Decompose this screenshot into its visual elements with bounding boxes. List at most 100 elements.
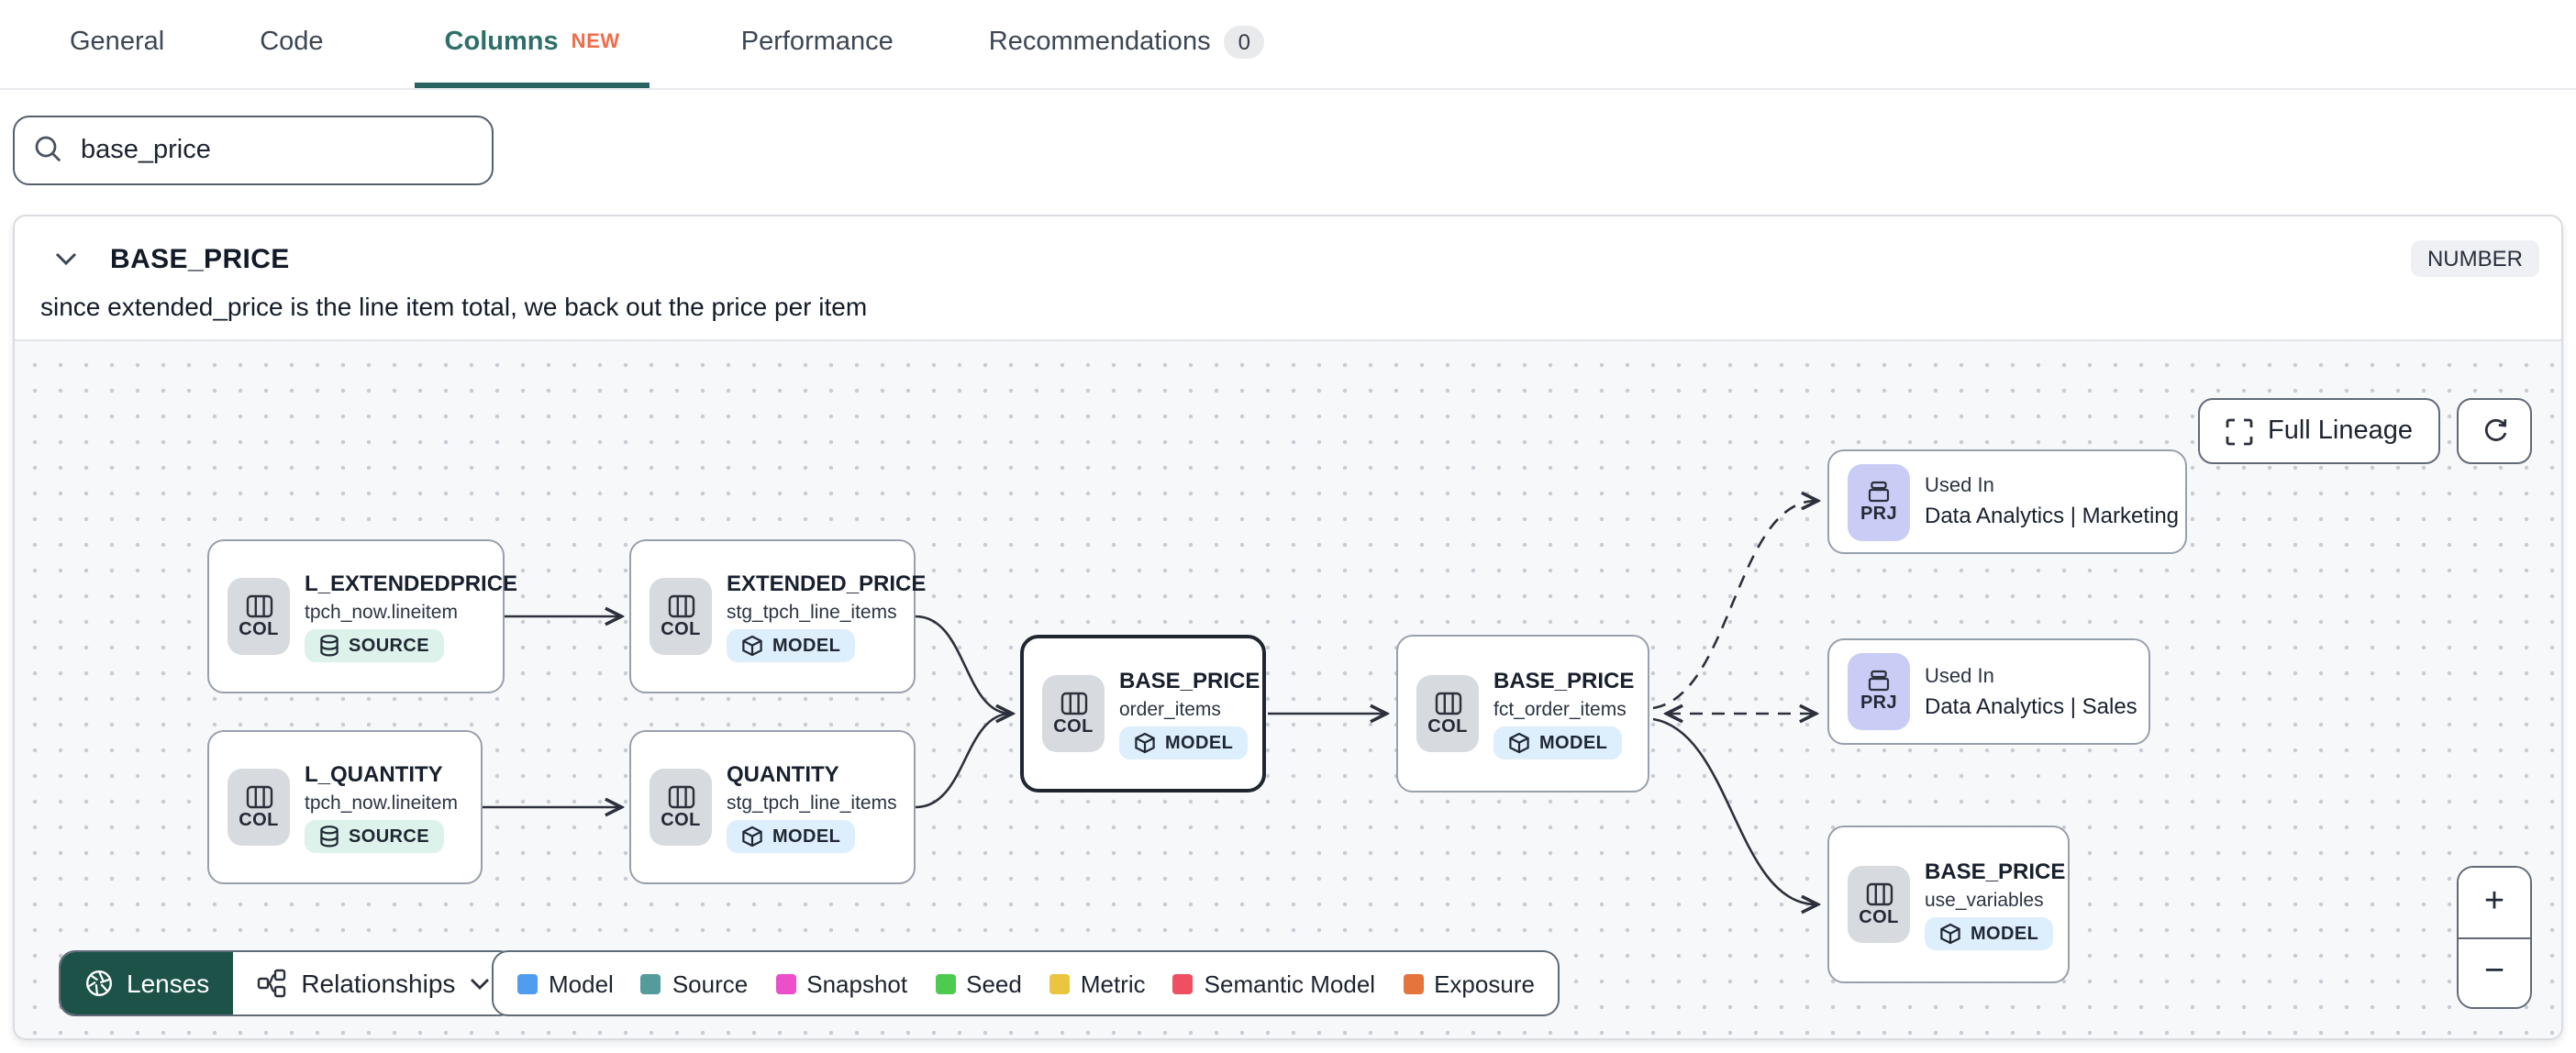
- column-chip: COL: [1416, 675, 1479, 752]
- database-icon: [320, 826, 339, 848]
- legend-label: Exposure: [1434, 970, 1535, 997]
- columns-icon: [667, 784, 694, 808]
- refresh-button[interactable]: [2457, 398, 2532, 464]
- columns-icon: [1865, 881, 1893, 905]
- relationships-dropdown[interactable]: Relationships: [233, 952, 515, 1014]
- source-badge: SOURCE: [305, 820, 444, 853]
- chip-label: COL: [239, 810, 279, 830]
- column-chip: COL: [1042, 675, 1105, 752]
- lenses-label: Lenses: [127, 969, 210, 998]
- chevron-down-icon: [471, 978, 490, 989]
- legend-item-model: Model: [517, 970, 614, 997]
- collapse-chevron-icon[interactable]: [55, 251, 77, 266]
- legend-swatch: [640, 973, 661, 993]
- full-lineage-button[interactable]: Full Lineage: [2198, 398, 2440, 464]
- badge-label: MODEL: [1971, 924, 2039, 944]
- used-in-label: Used In: [1925, 475, 1994, 497]
- column-card: BASE_PRICE NUMBER since extended_price i…: [13, 215, 2563, 1040]
- search-input[interactable]: [13, 116, 494, 185]
- cube-icon: [742, 635, 762, 657]
- cube-icon: [1509, 732, 1529, 754]
- legend-item-exposure: Exposure: [1403, 970, 1535, 997]
- legend-swatch: [1172, 973, 1194, 993]
- lineage-node-base-price-use-variables[interactable]: COL BASE_PRICE use_variables MODEL: [1827, 826, 2070, 983]
- model-badge: MODEL: [1925, 917, 2054, 950]
- node-subtitle: stg_tpch_line_items: [727, 602, 897, 624]
- tab-code[interactable]: Code: [256, 0, 327, 88]
- lineage-node-l-quantity[interactable]: COL L_QUANTITY tpch_now.lineitem SOURCE: [207, 730, 483, 884]
- lineage-node-used-in-marketing[interactable]: PRJ Used In Data Analytics | Marketing: [1827, 449, 2187, 554]
- node-subtitle: tpch_now.lineitem: [305, 793, 458, 815]
- node-subtitle: stg_tpch_line_items: [727, 793, 897, 815]
- zoom-in-button[interactable]: +: [2459, 868, 2530, 938]
- database-icon: [320, 635, 339, 657]
- tab-label: Recommendations: [988, 27, 1211, 56]
- badge-label: SOURCE: [349, 826, 429, 847]
- relationships-icon: [258, 969, 286, 998]
- tab-performance[interactable]: Performance: [738, 0, 897, 88]
- legend-label: Snapshot: [806, 970, 908, 997]
- badge-label: MODEL: [772, 826, 841, 847]
- lineage-node-base-price-order-items[interactable]: COL BASE_PRICE order_items MODEL: [1020, 635, 1266, 793]
- lineage-node-used-in-sales[interactable]: PRJ Used In Data Analytics | Sales: [1827, 638, 2150, 745]
- columns-icon: [245, 784, 272, 808]
- cube-icon: [742, 826, 762, 848]
- tab-general[interactable]: General: [66, 0, 168, 88]
- legend-item-snapshot: Snapshot: [775, 970, 907, 997]
- refresh-icon: [2483, 418, 2506, 441]
- project-chip: PRJ: [1848, 463, 1910, 540]
- model-badge: MODEL: [727, 820, 856, 853]
- legend-item-seed: Seed: [935, 970, 1022, 997]
- node-title: L_EXTENDEDPRICE: [305, 571, 518, 596]
- columns-icon: [667, 593, 694, 617]
- chip-label: COL: [661, 810, 701, 830]
- columns-icon: [1060, 691, 1087, 715]
- lineage-node-base-price-fct-order-items[interactable]: COL BASE_PRICE fct_order_items MODEL: [1396, 635, 1649, 793]
- tab-label: Code: [260, 27, 324, 56]
- tab-bar: General Code Columns NEW Performance Rec…: [0, 0, 2576, 90]
- recommendations-count-badge: 0: [1223, 25, 1265, 58]
- column-type-badge: NUMBER: [2410, 240, 2539, 277]
- legend-label: Source: [672, 970, 749, 997]
- project-name: Data Analytics | Marketing: [1925, 503, 2180, 528]
- chip-label: PRJ: [1860, 504, 1898, 524]
- node-title: EXTENDED_PRICE: [727, 571, 927, 596]
- node-subtitle: order_items: [1119, 699, 1221, 721]
- expand-icon: [2226, 417, 2253, 445]
- relationships-label: Relationships: [301, 969, 456, 998]
- chip-label: COL: [1859, 907, 1899, 927]
- cube-icon: [1940, 923, 1960, 945]
- column-chip: COL: [650, 578, 712, 655]
- node-title: BASE_PRICE: [1493, 668, 1635, 693]
- tab-recommendations[interactable]: Recommendations 0: [985, 0, 1269, 88]
- node-title: QUANTITY: [727, 761, 839, 787]
- legend-swatch: [1049, 973, 1070, 993]
- legend-swatch: [517, 973, 538, 993]
- tab-columns[interactable]: Columns NEW: [415, 0, 650, 88]
- zoom-out-button[interactable]: −: [2459, 938, 2530, 1007]
- legend-item-semantic-model: Semantic Model: [1172, 970, 1375, 997]
- used-in-label: Used In: [1925, 665, 1994, 687]
- chip-label: COL: [661, 619, 701, 639]
- tab-label: Columns: [444, 27, 559, 56]
- tab-label: General: [70, 27, 165, 56]
- lineage-canvas[interactable]: COL L_EXTENDEDPRICE tpch_now.lineitem SO…: [15, 339, 2561, 1038]
- lens-controls: Lenses Relationships: [59, 950, 516, 1016]
- lenses-button[interactable]: Lenses: [61, 952, 234, 1014]
- chip-label: COL: [1053, 716, 1094, 737]
- legend-item-metric: Metric: [1049, 970, 1146, 997]
- column-chip: COL: [228, 578, 290, 655]
- model-badge: MODEL: [1119, 726, 1249, 759]
- lineage-node-extended-price[interactable]: COL EXTENDED_PRICE stg_tpch_line_items M…: [629, 539, 927, 693]
- lineage-node-l-extendedprice[interactable]: COL L_EXTENDEDPRICE tpch_now.lineitem SO…: [207, 539, 518, 693]
- column-description: since extended_price is the line item to…: [40, 292, 868, 321]
- chip-label: COL: [239, 619, 279, 639]
- new-badge: NEW: [571, 30, 620, 52]
- legend-label: Seed: [966, 970, 1022, 997]
- full-lineage-label: Full Lineage: [2268, 416, 2413, 446]
- badge-label: MODEL: [772, 636, 841, 656]
- columns-icon: [245, 593, 272, 617]
- column-card-header: BASE_PRICE NUMBER: [15, 216, 2561, 277]
- aperture-icon: [85, 970, 113, 997]
- lineage-node-quantity[interactable]: COL QUANTITY stg_tpch_line_items MODEL: [629, 730, 916, 884]
